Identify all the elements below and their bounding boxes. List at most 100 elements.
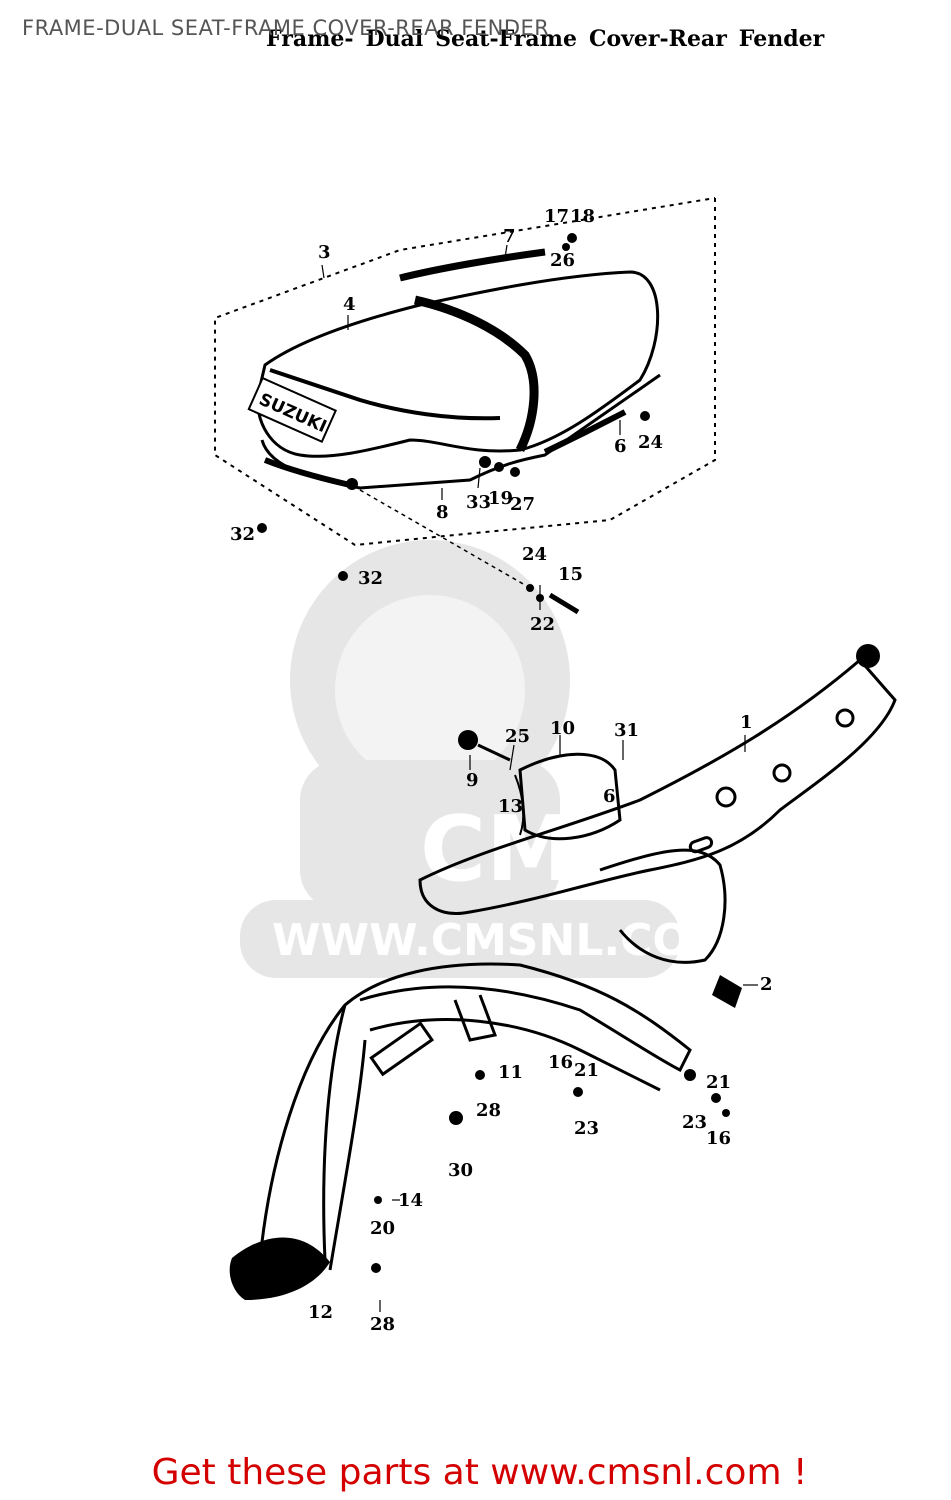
diagram-title-word: Seat-Frame	[435, 26, 577, 52]
bolt-shaft	[477, 743, 511, 762]
frame-backbone	[418, 657, 897, 915]
diagram-title-word: Fender	[738, 26, 825, 52]
callout-label: 23	[574, 1118, 599, 1139]
callout-label: 21	[574, 1060, 599, 1081]
callout-label: 22	[530, 614, 555, 635]
mud-flap	[229, 1237, 330, 1300]
callouts: 1 2 3 4 6 6 7 8 9 10 11 12 13 14 15 16 1…	[230, 206, 773, 1335]
callout-label: 30	[448, 1160, 473, 1181]
nut-icon	[711, 1093, 721, 1103]
bolt-icon	[338, 571, 348, 581]
callout-label: 6	[603, 786, 616, 807]
callout-label: 32	[230, 524, 255, 545]
callout-label: 28	[370, 1314, 395, 1335]
frame	[418, 657, 897, 964]
seat-piping	[269, 368, 501, 421]
callout-label: 3	[318, 242, 331, 263]
page-title: FRAME-DUAL SEAT-FRAME COVER-REAR FENDER	[22, 16, 550, 40]
callout-label: 24	[522, 544, 547, 565]
nut-icon	[449, 1111, 463, 1125]
callout-label: 9	[466, 770, 479, 791]
callout-label: 27	[510, 494, 535, 515]
nut-icon	[494, 462, 504, 472]
callout-label: 12	[308, 1302, 333, 1323]
fender-lower	[328, 1039, 367, 1271]
callout-label: 32	[358, 568, 383, 589]
watermark: CMS WWW.CMSNL.COM	[240, 540, 734, 978]
nut-icon	[475, 1070, 485, 1080]
tool-box	[514, 752, 622, 841]
leader-lines	[321, 244, 758, 1312]
nut-icon	[371, 1263, 381, 1273]
fender-inner	[369, 1018, 661, 1092]
nut-icon	[346, 478, 358, 490]
callout-label: 2	[760, 974, 773, 995]
frame-head-bolt	[856, 644, 880, 668]
nut-icon	[573, 1087, 583, 1097]
get-parts-link[interactable]: Get these parts at www.cmsnl.com !	[151, 1452, 808, 1493]
callout-label: 11	[498, 1062, 523, 1083]
rear-fender	[258, 962, 692, 1271]
callout-label: 19	[488, 488, 513, 509]
callout-label: 7	[503, 226, 516, 247]
frame-hole	[715, 786, 737, 808]
callout-label: 13	[498, 796, 523, 817]
fender-outer	[258, 962, 692, 1261]
callout-label: 28	[476, 1100, 501, 1121]
callout-label: 21	[706, 1072, 731, 1093]
callout-label: 8	[436, 502, 449, 523]
bolt-shaft	[548, 592, 580, 615]
nut-icon	[567, 233, 577, 243]
watermark-mascot-face	[335, 595, 525, 785]
frame-hole	[835, 708, 855, 728]
bolt-icon	[684, 1069, 696, 1081]
nut-icon	[479, 456, 491, 468]
seat-hardware	[257, 233, 650, 602]
frame-cover	[599, 848, 727, 964]
callout-label: 33	[466, 492, 491, 513]
nut-icon	[640, 411, 650, 421]
washer-icon	[526, 584, 534, 592]
callout-label: 24	[638, 432, 663, 453]
callout-label: 4	[343, 294, 356, 315]
diagram-title-word: Frame-	[266, 26, 354, 52]
fender-bracket	[453, 994, 498, 1042]
callout-label: 16	[706, 1128, 731, 1149]
diagram-title: Frame- Dual Seat-Frame Cover-Rear Fender	[266, 26, 836, 52]
callout-label: 17	[544, 206, 569, 227]
fender-reflector-slot	[369, 1021, 435, 1077]
watermark-mascot-body	[300, 760, 560, 910]
frame-cover-slot	[688, 836, 714, 854]
seat-group-outline	[214, 197, 716, 547]
callout-label: 26	[550, 250, 575, 271]
diagram-title-word: Cover-Rear	[588, 26, 727, 52]
callout-label: 14	[398, 1190, 423, 1211]
seat-side-trim	[543, 409, 627, 455]
callout-label: 16	[548, 1052, 573, 1073]
diagram-title-word: Dual	[365, 26, 424, 52]
frame-bracket	[712, 975, 742, 1008]
bolt-icon	[722, 1109, 730, 1117]
seat-front-trim	[263, 457, 351, 488]
nut-icon	[510, 467, 520, 477]
callout-label: 15	[558, 564, 583, 585]
frame-hole	[772, 763, 792, 783]
fender-hardware	[371, 1069, 730, 1273]
callout-label: 31	[614, 720, 639, 741]
grommet-icon	[458, 730, 478, 750]
seat-strap	[414, 295, 539, 453]
callout-label: 6	[614, 436, 627, 457]
seat-trim-strip	[399, 248, 546, 282]
seat-base	[260, 373, 661, 490]
dual-seat: SUZUKI	[247, 248, 661, 490]
callout-label: 1	[740, 712, 753, 733]
callout-label: 25	[505, 726, 530, 747]
bolt-icon	[257, 523, 267, 533]
nut-icon	[562, 243, 570, 251]
watermark-banner	[240, 900, 680, 978]
callout-label: 18	[570, 206, 595, 227]
callout-label: 20	[370, 1218, 395, 1239]
bolt-icon	[374, 1196, 382, 1204]
callout-label: 10	[550, 718, 575, 739]
